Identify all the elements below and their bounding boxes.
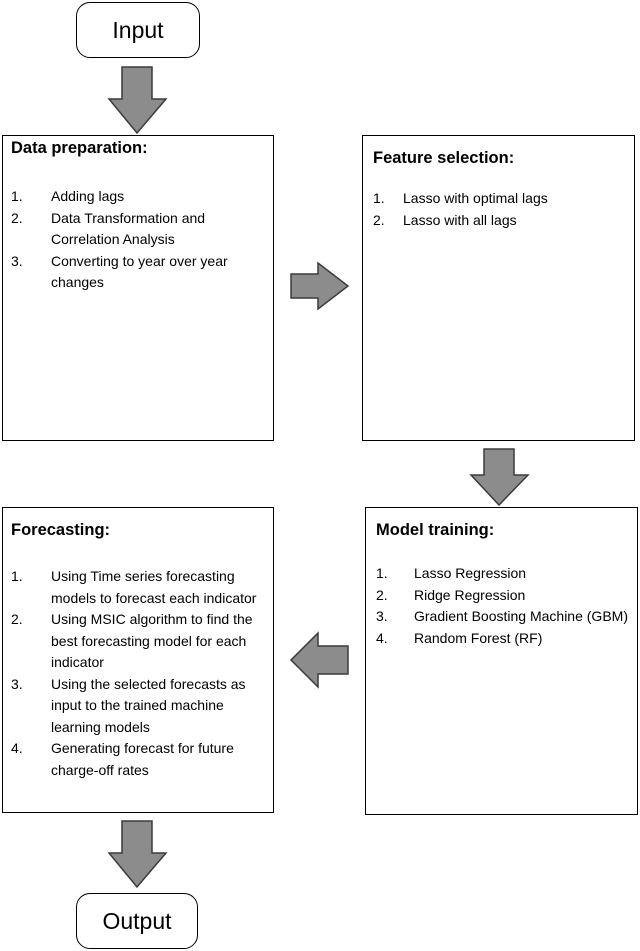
arrow-down-icon [107, 820, 168, 889]
step-number: 3. [376, 608, 388, 624]
step-text: Data Transformation and Correlation Anal… [51, 209, 206, 248]
data-preparation-title: Data preparation: [11, 139, 148, 157]
feature-selection-title: Feature selection: [373, 149, 515, 167]
forecasting-title: Forecasting: [11, 521, 111, 539]
feature-selection-box: Feature selection: 1. Lasso with optimal… [362, 135, 635, 441]
step-number: 3. [11, 252, 23, 269]
step-number: 4. [11, 740, 23, 756]
step-number: 2. [11, 611, 23, 627]
list-item: 4. Random Forest (RF) [376, 628, 629, 650]
step-text: Adding lags [51, 188, 125, 204]
output-node: Output [76, 893, 198, 949]
step-text: Gradient Boosting Machine (GBM) [414, 608, 628, 624]
step-text: Lasso with all lags [403, 211, 517, 228]
list-item: 3. Gradient Boosting Machine (GBM) [376, 606, 629, 628]
list-item: 2. Ridge Regression [376, 585, 629, 607]
step-number: 4. [376, 629, 388, 646]
step-number: 1. [11, 568, 23, 584]
data-preparation-steps: 1. Adding lags 2. Data Transformation an… [11, 186, 265, 294]
arrow-down-icon [469, 448, 530, 507]
list-item: 1. Lasso Regression [376, 563, 629, 585]
list-item: 1. Adding lags [11, 186, 265, 208]
step-number: 1. [373, 190, 385, 206]
model-training-title: Model training: [376, 521, 495, 539]
step-text: Converting to year over year changes [51, 252, 228, 291]
list-item: 2. Using MSIC algorithm to find the best… [11, 609, 265, 674]
step-text: Generating forecast for future charge-of… [51, 740, 234, 778]
step-text: Lasso with optimal lags [403, 190, 548, 206]
forecasting-steps: 1. Using Time series forecasting models … [11, 566, 265, 781]
step-text: Using the selected forecasts as input to… [51, 675, 246, 735]
output-label: Output [102, 907, 172, 934]
step-number: 1. [376, 565, 388, 581]
list-item: 2. Data Transformation and Correlation A… [11, 208, 265, 251]
input-label: Input [112, 16, 164, 43]
list-item: 4. Generating forecast for future charge… [11, 738, 265, 781]
arrow-right-icon [290, 261, 350, 311]
arrow-left-icon [289, 631, 349, 689]
list-item: 3. Converting to year over year changes [11, 251, 265, 294]
model-training-box: Model training: 1. Lasso Regression 2. R… [365, 507, 638, 815]
list-item: 3. Using the selected forecasts as input… [11, 674, 265, 739]
feature-selection-steps: 1. Lasso with optimal lags 2. Lasso with… [373, 188, 626, 231]
model-training-steps: 1. Lasso Regression 2. Ridge Regression … [376, 563, 629, 649]
step-number: 2. [376, 586, 388, 603]
forecasting-box: Forecasting: 1. Using Time series foreca… [2, 507, 274, 813]
step-text: Using Time series forecasting models to … [51, 568, 257, 606]
list-item: 2. Lasso with all lags [373, 210, 626, 232]
list-item: 1. Lasso with optimal lags [373, 188, 626, 210]
step-number: 2. [11, 209, 23, 226]
step-text: Lasso Regression [414, 565, 527, 581]
step-text: Using MSIC algorithm to find the best fo… [51, 611, 253, 670]
step-text: Ridge Regression [414, 586, 526, 603]
step-text: Random Forest (RF) [414, 629, 543, 646]
list-item: 1. Using Time series forecasting models … [11, 566, 265, 609]
step-number: 1. [11, 188, 23, 204]
data-preparation-box: Data preparation: 1. Adding lags 2. Data… [2, 135, 274, 441]
input-node: Input [76, 2, 200, 58]
arrow-down-icon [107, 66, 168, 135]
step-number: 2. [373, 211, 385, 228]
step-number: 3. [11, 675, 23, 692]
